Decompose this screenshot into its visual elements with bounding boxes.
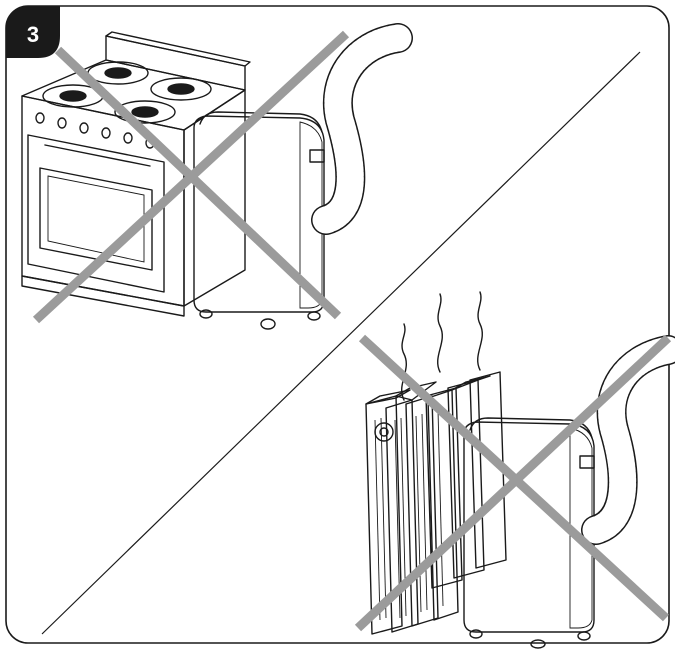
gas-stove-icon xyxy=(21,31,251,317)
prohibited-cross-icon-2 xyxy=(354,334,672,632)
radiator-heater-icon xyxy=(365,371,507,635)
heat-waves-icon xyxy=(401,291,483,401)
step-number: 3 xyxy=(27,22,39,47)
portable-air-conditioner-icon-2 xyxy=(463,417,595,649)
exhaust-hose-icon xyxy=(311,23,413,235)
step-badge: 3 xyxy=(6,6,60,58)
frame-border xyxy=(5,5,670,644)
diagonal-divider xyxy=(41,51,641,635)
prohibited-cross-icon xyxy=(32,30,350,324)
portable-air-conditioner-icon xyxy=(193,111,325,330)
